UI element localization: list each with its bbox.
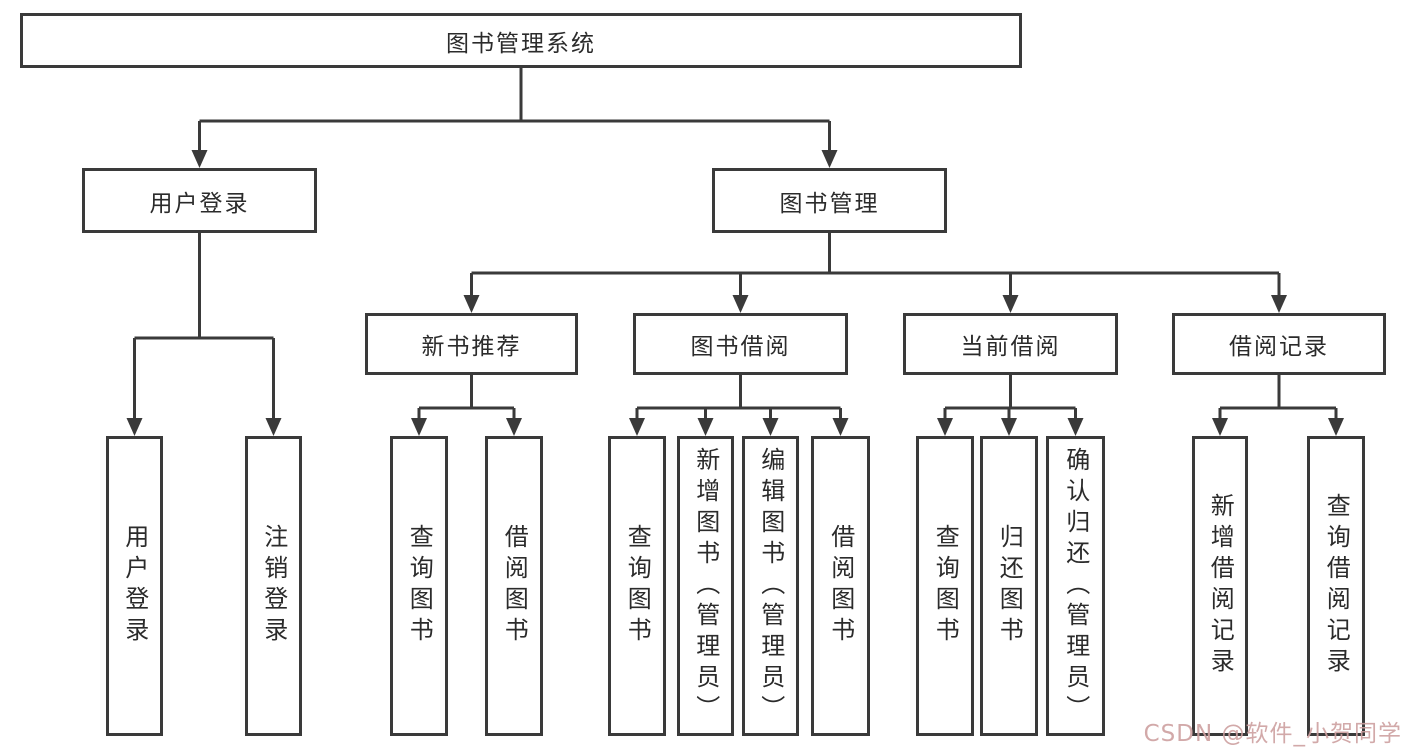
- leaf-rec-query-books-label: 查询图书: [405, 524, 434, 648]
- arrowhead: [1212, 418, 1228, 436]
- node-borrowing-records: 借阅记录: [1172, 313, 1386, 375]
- arrowhead: [1002, 295, 1019, 313]
- node-current-borrowing: 当前借阅: [903, 313, 1118, 375]
- arrowhead: [1328, 418, 1344, 436]
- leaf-borrowing-query-books-label: 查询图书: [623, 524, 652, 648]
- arrowhead: [832, 418, 849, 436]
- edge-root-to-level2: [198, 67, 831, 154]
- node-user-login: 用户登录: [82, 168, 317, 233]
- arrowhead: [191, 150, 208, 168]
- leaf-current-query-books-label: 查询图书: [931, 524, 960, 648]
- arrowhead: [506, 418, 522, 436]
- leaf-borrowing-edit-books-admin: 编辑图书（管理员）: [742, 436, 799, 736]
- arrowhead: [762, 418, 779, 436]
- arrowhead: [937, 418, 953, 436]
- node-book-borrowing-label: 图书借阅: [690, 334, 791, 360]
- leaf-borrowing-borrow-books-label: 借阅图书: [826, 524, 855, 648]
- arrowhead: [821, 150, 838, 168]
- arrowhead: [732, 295, 749, 313]
- leaf-borrowing-add-books-admin-label: 新增图书（管理员）: [691, 446, 720, 726]
- arrowhead: [697, 418, 714, 436]
- leaf-current-return-books: 归还图书: [980, 436, 1038, 736]
- arrowhead: [126, 418, 143, 436]
- leaf-user-login-label: 用户登录: [120, 524, 149, 648]
- node-root: 图书管理系统: [20, 13, 1022, 68]
- node-current-borrowing-label: 当前借阅: [960, 334, 1061, 360]
- leaf-logout: 注销登录: [245, 436, 302, 736]
- leaf-rec-borrow-books-label: 借阅图书: [500, 524, 529, 648]
- node-borrowing-records-label: 借阅记录: [1229, 334, 1329, 360]
- node-book-management-label: 图书管理: [779, 190, 880, 217]
- arrowhead: [1271, 295, 1287, 313]
- node-user-login-label: 用户登录: [149, 190, 250, 217]
- arrowhead: [629, 418, 645, 436]
- leaf-rec-query-books: 查询图书: [390, 436, 448, 736]
- arrowhead: [1001, 418, 1017, 436]
- node-new-book-recommendation-label: 新书推荐: [421, 334, 522, 360]
- arrowhead: [265, 418, 282, 436]
- edge-new-book-rec-to-leaves: [417, 375, 516, 422]
- node-root-label: 图书管理系统: [446, 30, 596, 57]
- edge-user-login-to-leaves: [133, 233, 275, 422]
- leaf-borrowing-edit-books-admin-label: 编辑图书（管理员）: [756, 446, 785, 726]
- arrowhead: [411, 418, 427, 436]
- leaf-borrowing-borrow-books: 借阅图书: [811, 436, 870, 736]
- edge-book-borrow-to-leaves: [635, 375, 842, 422]
- leaf-user-login: 用户登录: [106, 436, 163, 736]
- leaf-records-query-borrow-record: 查询借阅记录: [1307, 436, 1365, 736]
- leaf-borrowing-add-books-admin: 新增图书（管理员）: [677, 436, 734, 736]
- node-new-book-recommendation: 新书推荐: [365, 313, 578, 375]
- leaf-current-return-books-label: 归还图书: [995, 524, 1024, 648]
- edge-current-borrow-to-leaves: [943, 375, 1077, 422]
- csdn-watermark: CSDN @软件_小贺同学: [1143, 721, 1402, 747]
- leaf-current-query-books: 查询图书: [916, 436, 974, 736]
- leaf-rec-borrow-books: 借阅图书: [485, 436, 543, 736]
- leaf-current-confirm-return-admin: 确认归还（管理员）: [1046, 436, 1105, 736]
- node-book-borrowing: 图书借阅: [633, 313, 848, 375]
- node-book-management: 图书管理: [712, 168, 947, 233]
- edge-borrow-records-to-leaves: [1218, 375, 1338, 422]
- leaf-records-add-borrow-record-label: 新增借阅记录: [1206, 493, 1235, 679]
- leaf-borrowing-query-books: 查询图书: [608, 436, 666, 736]
- arrowhead: [463, 295, 480, 313]
- leaf-records-query-borrow-record-label: 查询借阅记录: [1322, 493, 1351, 679]
- leaf-current-confirm-return-admin-label: 确认归还（管理员）: [1061, 446, 1090, 726]
- leaf-records-add-borrow-record: 新增借阅记录: [1192, 436, 1248, 736]
- arrowhead: [1067, 418, 1084, 436]
- edge-book-mgmt-to-level3: [470, 233, 1281, 299]
- leaf-logout-label: 注销登录: [259, 524, 288, 648]
